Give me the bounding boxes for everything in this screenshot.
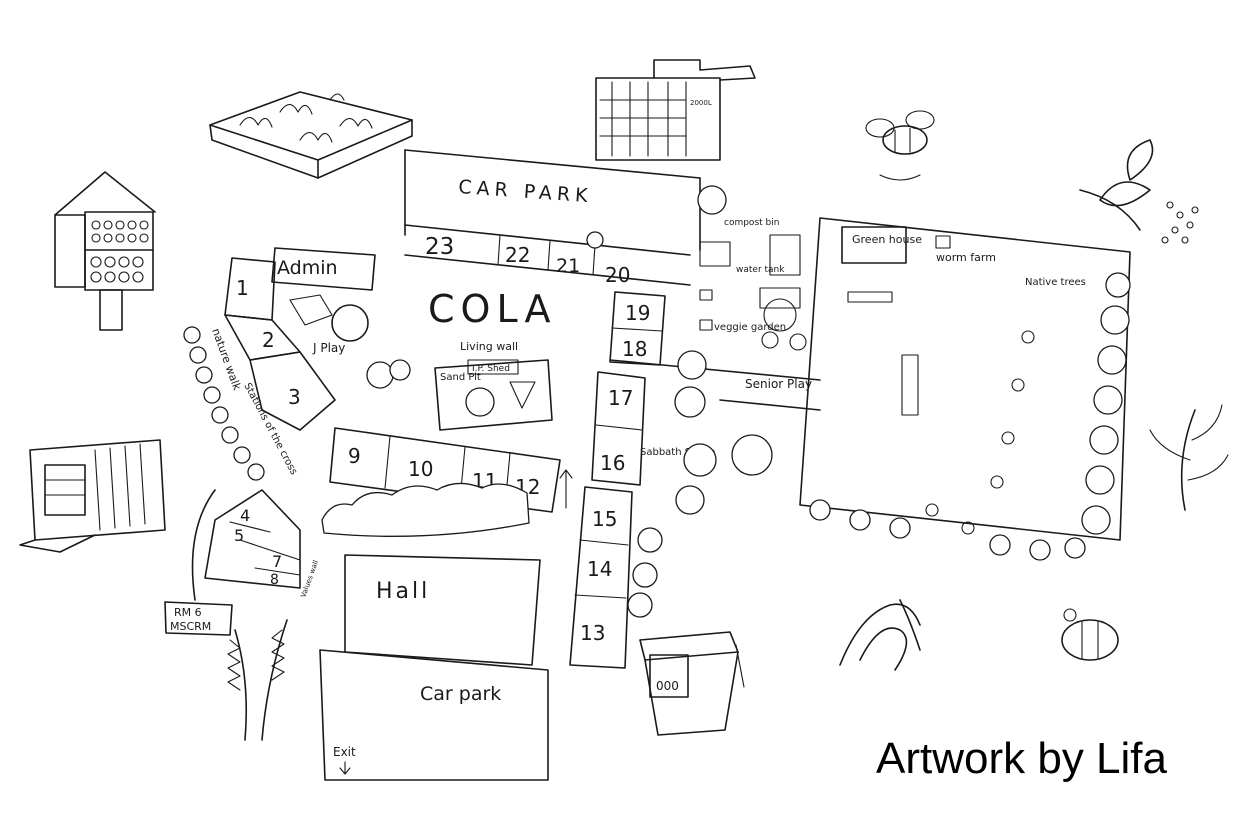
room-18-label: 18: [622, 337, 647, 361]
room-5-label: 5: [234, 526, 244, 545]
water-tank-illustration: 2000L: [595, 59, 756, 161]
hall-hedge: [321, 482, 530, 537]
values-wall-label: Values wall: [299, 559, 320, 598]
room-14-label: 14: [587, 557, 612, 581]
car-park-top-edge: [404, 149, 701, 179]
compost-bin-label: compost bin: [724, 218, 779, 228]
senior-play-label: Senior Play: [745, 377, 812, 391]
field-outline: [799, 217, 1131, 541]
tank-capacity-label: 2000L: [690, 99, 712, 107]
room-19-label: 19: [625, 301, 650, 325]
worm-farm-label: worm farm: [936, 251, 996, 264]
veggie-garden-beds: [699, 234, 807, 351]
native-trees-label: Native trees: [1025, 277, 1086, 288]
room-2-label: 2: [262, 328, 275, 352]
sand-pit-label: Sand Pit: [440, 372, 481, 383]
room-3-label: 3: [288, 385, 301, 409]
lavender-illustration: [227, 619, 288, 741]
bug-hotel-illustration: [54, 171, 156, 331]
room-17-label: 17: [608, 386, 633, 410]
room-9-label: 9: [348, 444, 361, 468]
field-hedge: [809, 272, 1131, 561]
cola-label: COLA: [428, 287, 556, 331]
bumblebee-icon: [1061, 608, 1119, 661]
worm-illustration: [839, 599, 921, 671]
artwork-credit: Artwork by Lifa: [876, 734, 1167, 783]
room-10-label: 10: [408, 457, 433, 481]
green-house-label: Green house: [852, 233, 922, 246]
car-park-bottom-label: Car park: [420, 683, 501, 705]
flower-illustration: [1079, 139, 1199, 244]
room-21-label: 21: [556, 255, 580, 277]
room-13-label: 13: [580, 621, 605, 645]
ip-shed-label: I.P. Shed: [472, 364, 510, 374]
sabbath-space-label: Sabbath Space: [640, 447, 715, 458]
room-20-label: 20: [605, 263, 630, 287]
shed-illustration: [19, 439, 166, 553]
veggie-garden-label: veggie garden: [714, 322, 786, 333]
room-15-label: 15: [592, 507, 617, 531]
nature-walk-bushes: [183, 326, 265, 481]
water-tank-label: water tank: [736, 265, 785, 275]
rm6-label: RM 6: [174, 606, 202, 619]
garden-bed-illustration: [209, 91, 413, 179]
room-22-label: 22: [505, 243, 530, 267]
room-23-label: 23: [425, 234, 454, 260]
j-play-label: J Play: [312, 341, 345, 355]
compost-bin-illustration: 000: [639, 631, 745, 736]
field-flowers: [925, 330, 1035, 535]
mscrm-label: MSCRM: [170, 620, 211, 633]
room-16-label: 16: [600, 451, 625, 475]
living-wall-label: Living wall: [460, 340, 518, 353]
sabbath-bushes: [586, 185, 773, 618]
room-7-label: 7: [272, 552, 282, 571]
plant-illustration: [1149, 404, 1229, 511]
nature-walk-label: nature walk: [209, 327, 244, 393]
bee-icon: [865, 110, 935, 181]
room-1-label: 1: [236, 276, 249, 300]
exit-label: Exit: [333, 745, 356, 759]
hall-label: Hall: [376, 579, 430, 604]
room-4-label: 4: [240, 506, 250, 525]
room-8-label: 8: [270, 572, 279, 588]
svg-text:000: 000: [656, 679, 679, 693]
car-park-top-label: CAR PARK: [458, 176, 594, 207]
admin-label: Admin: [277, 257, 338, 279]
